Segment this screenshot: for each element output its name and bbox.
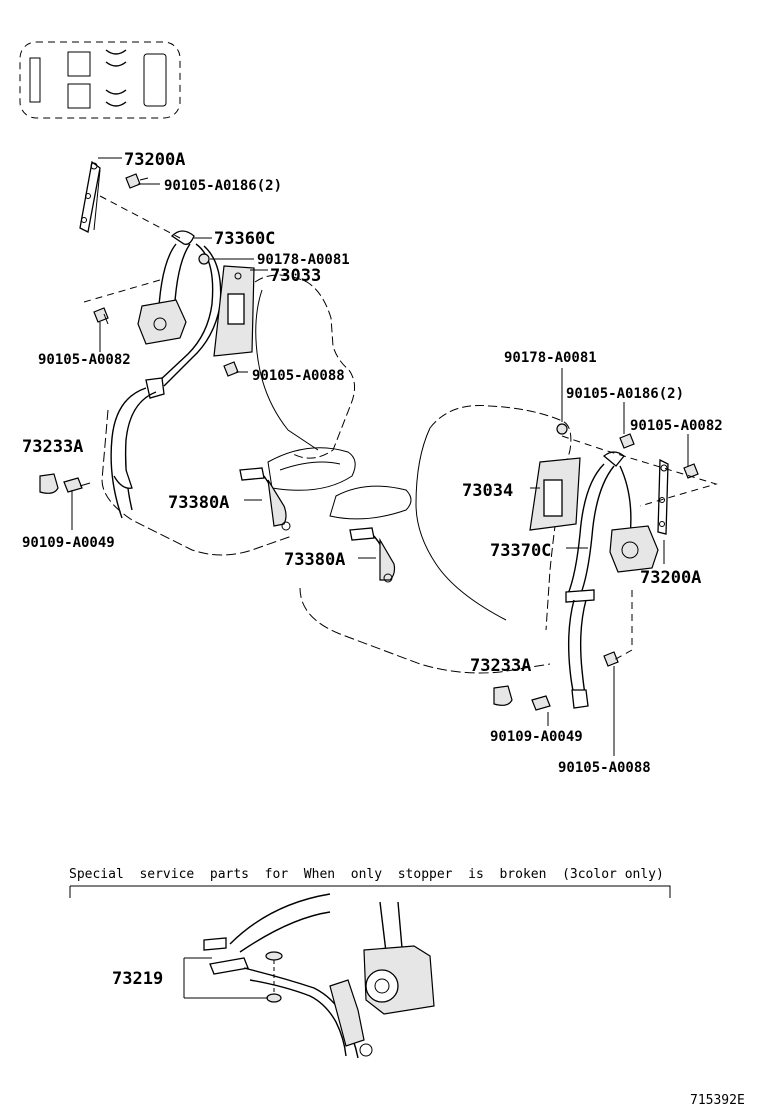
callout-73380a-right: 73380A (284, 550, 345, 570)
upper-anchor-right (657, 458, 669, 535)
bolt-90105-a0186-right (619, 433, 635, 449)
callout-90105-a0186-right: 90105-A0186(2) (566, 386, 684, 402)
callout-90105-a0088-right: 90105-A0088 (558, 760, 651, 776)
leader-73219 (183, 957, 268, 999)
callout-90109-a0049-right: 90109-A0049 (490, 729, 583, 745)
bolt-90105-a0082-left (93, 307, 109, 325)
assembly-guide-lines (83, 195, 718, 661)
left-seat-illustration (101, 274, 356, 556)
callout-73200a-left: 73200A (124, 150, 185, 170)
callout-73360c: 73360C (214, 229, 275, 249)
bolt-90109-a0049-left (63, 477, 91, 493)
pillar-cover-73034 (529, 457, 581, 531)
pillar-cover-73033 (213, 265, 255, 357)
bolt-90105-a0082-right (683, 463, 699, 479)
callout-73200a-right: 73200A (640, 568, 701, 588)
callout-90178-a0081-left: 90178-A0081 (257, 252, 350, 268)
callout-90105-a0088-left: 90105-A0088 (252, 368, 345, 384)
callout-73219: 73219 (112, 969, 163, 989)
bolt-90105-a0088-right (603, 651, 619, 667)
callout-73233a-right: 73233A (470, 656, 531, 676)
anchor-cover-73233a-right (493, 685, 513, 706)
nut-90178-left (198, 253, 210, 265)
callout-73380a-left: 73380A (168, 493, 229, 513)
callout-90105-a0186-left: 90105-A0186(2) (164, 178, 282, 194)
callout-90109-a0049-left: 90109-A0049 (22, 535, 115, 551)
callout-90178-a0081-right: 90178-A0081 (504, 350, 597, 366)
figure-code: 715392E (690, 1093, 745, 1108)
callout-73233a-left: 73233A (22, 437, 83, 457)
callout-90105-a0082-right: 90105-A0082 (630, 418, 723, 434)
nut-90178-right (556, 423, 568, 435)
bolt-90105-a0088-left (223, 361, 239, 377)
note-bracket (69, 885, 671, 898)
bolt-90109-a0049-right (531, 695, 551, 711)
retractor-belt-left (110, 230, 222, 519)
bolt-90105-a0186-left (125, 173, 149, 189)
leader-lines (71, 157, 689, 756)
retractor-belt-right (565, 451, 659, 709)
callout-90105-a0082-left: 90105-A0082 (38, 352, 131, 368)
callout-73034: 73034 (462, 481, 513, 501)
anchor-cover-73233a-left (39, 473, 59, 494)
callout-73033: 73033 (270, 266, 321, 286)
stopper-detail-illustration (203, 893, 435, 1059)
special-service-note: Special service parts for When only stop… (69, 867, 664, 882)
right-seat-illustration (299, 404, 572, 674)
callout-73370c: 73370C (490, 541, 551, 561)
buckle-73380a-left (239, 467, 291, 531)
buckle-73380a-right (349, 527, 396, 583)
vehicle-locator-icon (19, 41, 181, 119)
upper-anchor-left (79, 160, 101, 233)
